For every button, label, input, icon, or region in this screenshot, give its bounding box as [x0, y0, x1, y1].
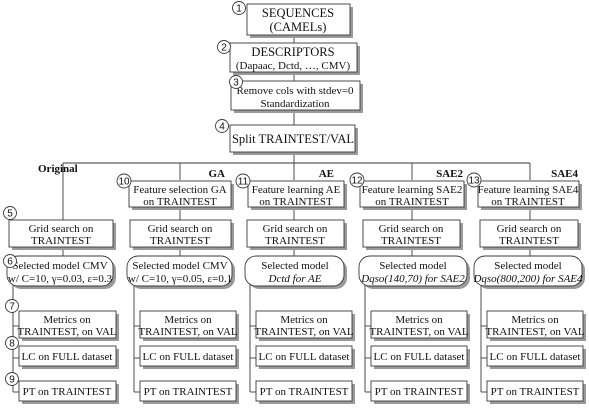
- selected-model-params: w/ C=10, γ=0.05, ε=0.1: [128, 273, 232, 285]
- step-2-badge: [217, 40, 231, 54]
- metrics-label: Metrics on: [164, 314, 212, 326]
- column-header-ga: GA: [209, 168, 226, 180]
- selected-model-params: w/ C=10, γ=0.03, ε=0.3: [8, 273, 113, 285]
- column-sae2: SAE2 Feature learning SAE2 on TRAINTEST …: [349, 163, 470, 404]
- metrics-label: Metrics on: [395, 314, 443, 326]
- feature-step-label: Feature learning SAE2: [362, 184, 463, 196]
- feature-step-target: on TRAINTEST: [259, 196, 333, 208]
- descriptors-step: DESCRIPTORS (Dapaac, Dctd, …, CMV) 2: [217, 40, 360, 75]
- sequences-subtitle: (CAMELs): [270, 20, 327, 34]
- metrics-label: Metrics on: [280, 314, 328, 326]
- grid-search-label: Grid search on: [379, 223, 444, 235]
- column-sae4: SAE4 Feature learning SAE4 on TRAINTEST …: [466, 163, 586, 404]
- column-header-sae4: SAE4: [551, 168, 578, 180]
- step-4-badge: [215, 119, 229, 133]
- step-9-number: 9: [9, 375, 15, 386]
- selected-model-label: Selected model CMV: [132, 260, 227, 272]
- grid-search-target: TRAINTEST: [265, 235, 325, 247]
- pt-label: PT on TRAINTEST: [260, 386, 349, 398]
- grid-search-target: TRAINTEST: [381, 235, 441, 247]
- column-ga: GA Feature selection GA on TRAINTEST 10 …: [116, 163, 239, 404]
- grid-search-target: TRAINTEST: [31, 235, 91, 247]
- step-10-number: 10: [118, 177, 130, 188]
- grid-search-label: Grid search on: [148, 223, 213, 235]
- column-header-ae: AE: [319, 168, 334, 180]
- step-7-number: 7: [9, 302, 15, 313]
- step-8-number: 8: [9, 339, 15, 350]
- column-ae: AE Feature learning AE on TRAINTEST 11 G…: [235, 163, 355, 404]
- pt-label: PT on TRAINTEST: [23, 386, 112, 398]
- remove-title: Remove cols with stdev=0: [236, 85, 354, 97]
- selected-model-params: Dqso(140,70) for SAE2: [360, 273, 465, 285]
- step-8-badge: [5, 336, 19, 350]
- split-step: Split TRAINTEST/VAL 4: [215, 119, 358, 155]
- remove-step: Remove cols with stdev=0 Standardization…: [229, 75, 363, 113]
- step-3-badge: [229, 75, 243, 89]
- step-11-number: 11: [238, 177, 249, 188]
- metrics-target: TRAINTEST, on VAL: [138, 326, 238, 338]
- grid-search-label: Grid search on: [263, 223, 328, 235]
- sequences-title: SEQUENCES: [262, 6, 334, 20]
- lc-label: LC on FULL dataset: [143, 351, 234, 363]
- feature-step-target: on TRAINTEST: [143, 196, 217, 208]
- metrics-target: TRAINTEST, on VAL: [485, 326, 585, 338]
- step-1-badge: [232, 1, 246, 15]
- step-11-badge: [235, 173, 251, 189]
- step-1-number: 1: [236, 4, 242, 15]
- lc-label: LC on FULL dataset: [490, 351, 581, 363]
- sequences-step: SEQUENCES (CAMELs) 1: [232, 1, 353, 38]
- descriptors-title: DESCRIPTORS: [251, 45, 334, 59]
- split-label: Split TRAINTEST/VAL: [232, 132, 354, 146]
- selected-model-label: Selected model CMV: [12, 260, 107, 272]
- metrics-target: TRAINTEST, on VAL: [254, 326, 354, 338]
- selected-model-params: Dqso(800,200) for SAE4: [472, 273, 583, 285]
- selected-model-params: Dctd for AE: [268, 273, 322, 285]
- step-10-badge: [116, 173, 132, 189]
- step-4-number: 4: [219, 122, 225, 133]
- lc-label: LC on FULL dataset: [259, 351, 350, 363]
- feature-step-label: Feature learning AE: [252, 184, 341, 196]
- metrics-target: TRAINTEST, on VAL: [17, 326, 117, 338]
- step-9-badge: [5, 372, 19, 386]
- column-header-sae2: SAE2: [436, 168, 463, 180]
- step-12-number: 12: [351, 176, 363, 187]
- descriptors-subtitle: (Dapaac, Dctd, …, CMV): [236, 60, 351, 72]
- feature-step-target: on TRAINTEST: [375, 196, 449, 208]
- feature-step-target: on TRAINTEST: [491, 196, 565, 208]
- pt-label: PT on TRAINTEST: [491, 386, 580, 398]
- step-2-number: 2: [221, 43, 227, 54]
- column-original: Original Grid search on TRAINTEST Select…: [3, 163, 119, 404]
- lc-label: LC on FULL dataset: [22, 351, 113, 363]
- step-12-badge: [349, 172, 365, 188]
- metrics-label: Metrics on: [511, 314, 559, 326]
- lc-label: LC on FULL dataset: [374, 351, 465, 363]
- grid-search-target: TRAINTEST: [150, 235, 210, 247]
- grid-search-target: TRAINTEST: [499, 235, 559, 247]
- grid-search-label: Grid search on: [497, 223, 562, 235]
- selected-model-label: Selected model: [261, 260, 329, 272]
- remove-subtitle: Standardization: [260, 98, 330, 110]
- step-5-badge: [3, 206, 17, 220]
- feature-step-label: Feature learning SAE4: [478, 184, 579, 196]
- selected-model-label: Selected model: [494, 260, 562, 272]
- pt-label: PT on TRAINTEST: [375, 386, 464, 398]
- metrics-label: Metrics on: [43, 314, 91, 326]
- metrics-target: TRAINTEST, on VAL: [369, 326, 469, 338]
- column-header-original: Original: [38, 163, 78, 175]
- pt-label: PT on TRAINTEST: [144, 386, 233, 398]
- step-6-badge: [3, 254, 17, 268]
- step-13-badge: [466, 172, 482, 188]
- step-3-number: 3: [233, 78, 239, 89]
- feature-step-label: Feature selection GA: [133, 184, 227, 196]
- step-5-number: 5: [7, 209, 13, 220]
- step-7-badge: [5, 299, 19, 313]
- grid-search-label: Grid search on: [29, 223, 94, 235]
- step-13-number: 13: [468, 176, 480, 187]
- selected-model-label: Selected model: [379, 260, 447, 272]
- step-6-number: 6: [7, 257, 13, 268]
